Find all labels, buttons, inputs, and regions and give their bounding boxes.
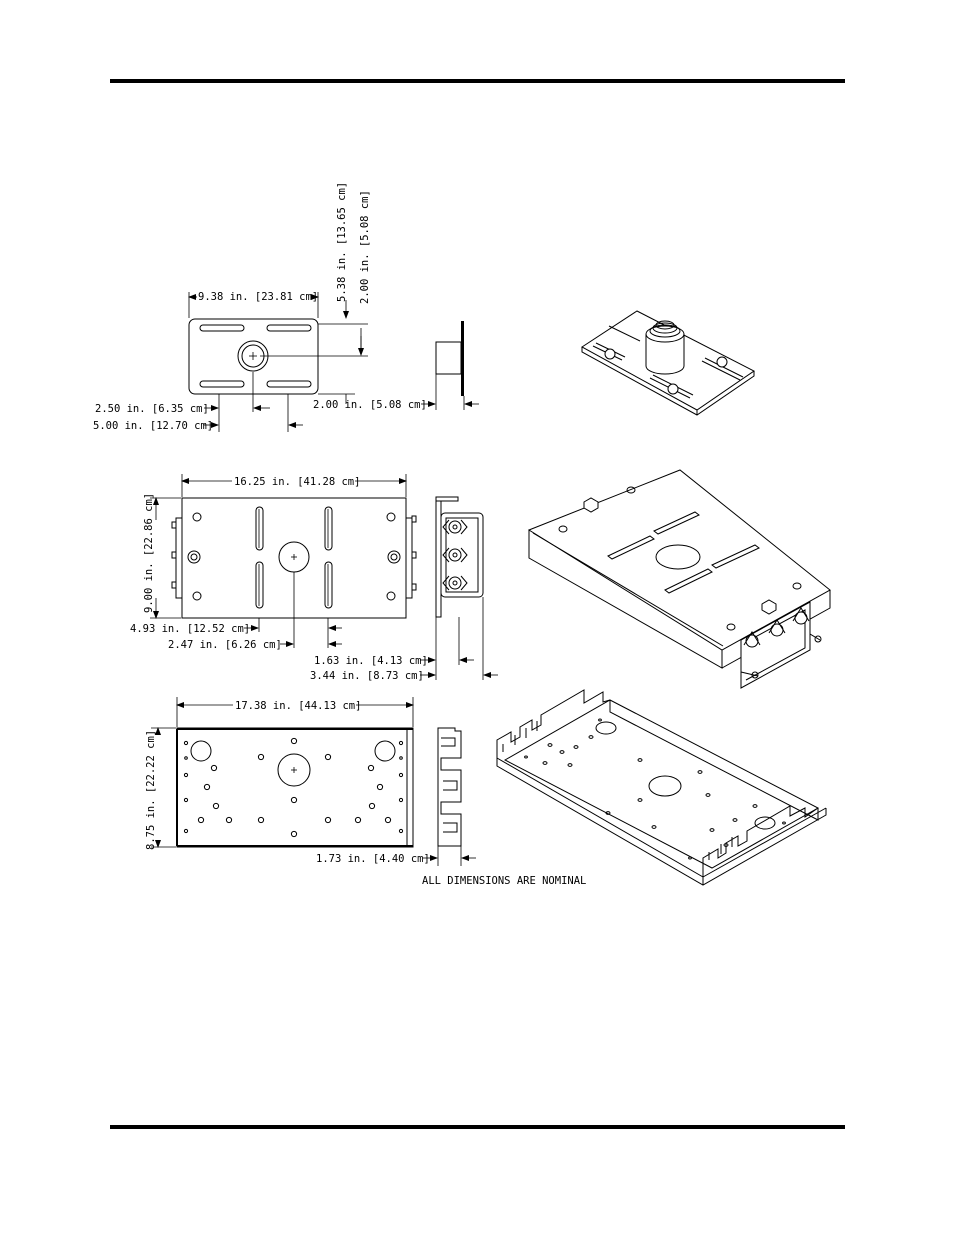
view2-side-depth-b-label: 3.44 in. [8.73 cm] (310, 670, 424, 682)
view2-width-label: 16.25 in. [41.28 cm] (234, 476, 360, 488)
view3-iso-hole-pattern (524, 718, 786, 860)
view1-plate-side: 2.00 in. [5.08 cm] (313, 321, 479, 411)
view1-width-label: 9.38 in. [23.81 cm] (198, 291, 318, 303)
view2-plate-isometric (527, 469, 831, 689)
top-rule (110, 79, 845, 83)
view3-plate-top (176, 727, 414, 848)
view2-dimensions: 16.25 in. [41.28 cm] 9.00 in. [22.86 cm]… (130, 474, 407, 651)
view1-plate-top (188, 318, 319, 395)
bottom-rule (110, 1125, 845, 1129)
view1-slot-span-label: 5.00 in. [12.70 cm] (93, 420, 213, 432)
view1-slot-offset-label: 2.50 in. [6.35 cm] (95, 403, 209, 415)
view3-plate-isometric (496, 689, 827, 886)
view3-width-label: 17.38 in. [44.13 cm] (235, 700, 361, 712)
view3-side-depth-label: 1.73 in. [4.40 cm] (316, 853, 430, 865)
view1-height-label: 5.38 in. [13.65 cm] (336, 182, 348, 302)
view2-slot-offset-label: 4.93 in. [12.52 cm] (130, 623, 250, 635)
view2-slot-spacing-label: 2.47 in. [6.26 cm] (168, 639, 282, 651)
view1-dimensions: 9.38 in. [23.81 cm] 5.38 in. [13.65 cm] … (93, 182, 371, 432)
view2-plate-side: 1.63 in. [4.13 cm] 3.44 in. [8.73 cm] (310, 496, 498, 682)
dimensions-note: ALL DIMENSIONS ARE NOMINAL (422, 875, 586, 887)
view2-side-depth-a-label: 1.63 in. [4.13 cm] (314, 655, 428, 667)
view3-plate-side: 1.73 in. [4.40 cm] (316, 727, 476, 866)
view2-height-label: 9.00 in. [22.86 cm] (143, 493, 155, 613)
view1-plate-isometric (581, 310, 755, 416)
view1-center-label: 2.00 in. [5.08 cm] (359, 190, 371, 304)
view1-side-depth-label: 2.00 in. [5.08 cm] (313, 399, 427, 411)
view3-height-label: 8.75 in. [22.22 cm] (145, 730, 157, 850)
view3-hole-pattern (183, 737, 404, 838)
view3-dimensions: 17.38 in. [44.13 cm] 8.75 in. [22.22 cm] (145, 697, 414, 850)
